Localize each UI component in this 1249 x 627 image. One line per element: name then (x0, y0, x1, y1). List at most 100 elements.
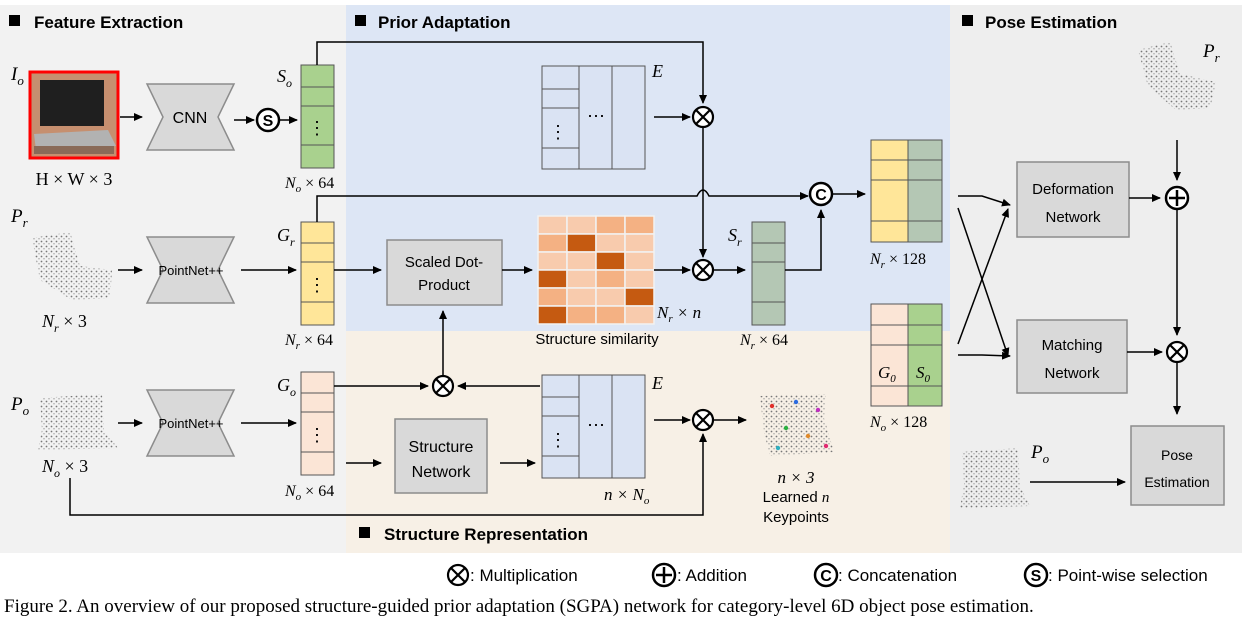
deformation-label: Network (1045, 209, 1101, 226)
pose-estimation-module (1130, 425, 1225, 506)
connector (785, 209, 825, 271)
gr-dim-label: Nr × 64 (284, 332, 333, 352)
multiply-operator-middle (691, 258, 715, 282)
svg-text:: Point-wise selection: : Point-wise selection (1048, 566, 1208, 585)
connector (958, 195, 1011, 207)
observed-point-cloud-pose (960, 448, 1030, 508)
hdots: ⋯ (587, 415, 605, 435)
vdots: ⋮ (308, 275, 326, 295)
pointnet-bottom-label: PointNet++ (158, 416, 223, 431)
section-title-pose-estimation: Pose Estimation (985, 13, 1117, 32)
section-title-feature-extraction: Feature Extraction (34, 13, 183, 32)
vdots: ⋮ (549, 122, 567, 142)
svg-text:S: S (1031, 568, 1042, 585)
image-input-label: Io (10, 64, 24, 88)
section-bullet (9, 15, 20, 26)
observation-concat-feature (870, 303, 943, 407)
e-bottom-dim: n × No (604, 485, 650, 507)
vdots: ⋮ (308, 425, 326, 445)
keypoints-label: Keypoints (763, 509, 829, 526)
connector (957, 208, 1009, 345)
go-label: Go (277, 375, 296, 399)
pose-po-label: Po (1030, 442, 1050, 466)
scaled-dot-label: Scaled Dot- (405, 254, 483, 271)
pointnet-top-label: PointNet++ (158, 263, 223, 278)
legend-point-wise-selection: S : Point-wise selection (1023, 562, 1208, 588)
obs-dim-label: No × 3 (41, 456, 88, 480)
keypoints-cloud (760, 394, 834, 456)
cnn-label: CNN (173, 110, 208, 127)
laptop-image (28, 70, 120, 160)
section-title-prior-adaptation: Prior Adaptation (378, 13, 511, 32)
obs-feat-dim-label: No × 128 (869, 414, 927, 434)
structure-network-label: Structure (409, 439, 474, 456)
section-bullet (359, 527, 370, 538)
matching-label: Matching (1042, 337, 1103, 354)
sr-label: Sr (728, 225, 742, 249)
so-dim-label: No × 64 (284, 175, 334, 195)
keypoints-dim: n × 3 (778, 468, 815, 487)
svg-text:S: S (263, 113, 274, 130)
section-title-structure-representation: Structure Representation (384, 525, 588, 544)
scaled-dot-label: Product (418, 277, 471, 294)
svg-text:C: C (815, 187, 827, 204)
vdots: ⋮ (308, 118, 326, 138)
hdots: ⋯ (587, 106, 605, 126)
pose-estimation-label: Estimation (1144, 474, 1209, 490)
prior-point-cloud-pose (1138, 42, 1216, 110)
multiply-operator-top (691, 105, 715, 129)
prior-concat-feature (870, 139, 943, 243)
prior-point-cloud (32, 232, 112, 300)
deformation-label: Deformation (1032, 181, 1114, 198)
legend-multiplication: : Multiplication (446, 563, 578, 587)
image-dim-label: H × W × 3 (36, 169, 113, 189)
structure-similarity-matrix (537, 215, 655, 325)
sr-feature-column (751, 221, 786, 326)
cnn-module (145, 83, 236, 151)
similarity-caption: Structure similarity (535, 331, 659, 348)
sr-dim-label: Nr × 64 (739, 332, 788, 352)
connector (958, 351, 1011, 360)
gr-feature-column (300, 221, 335, 326)
pointnet-bottom-module (145, 389, 236, 457)
structure-network-label: Network (412, 464, 472, 481)
svg-text:C: C (820, 568, 832, 585)
pointnet-top-module (145, 236, 236, 304)
section-bullet (355, 15, 366, 26)
pose-estimation-label: Pose (1161, 447, 1193, 463)
so-feature-column (300, 64, 335, 169)
similarity-dim-label: Nr × n (656, 303, 701, 325)
point-selection-operator: S (255, 107, 281, 133)
e-top-label: E (651, 61, 663, 81)
multiply-operator-bottom-right (691, 408, 715, 432)
connector (316, 41, 707, 104)
matching-label: Network (1044, 365, 1100, 382)
svg-text:: Addition: : Addition (677, 566, 747, 585)
keypoints-label: Learned n (763, 489, 830, 506)
prior-input-label: Pr (10, 206, 29, 230)
go-dim-label: No × 64 (284, 483, 334, 503)
figure-caption: Figure 2. An overview of our proposed st… (4, 596, 1034, 617)
scaled-dot-product-module (386, 239, 503, 306)
prior-dim-label: Nr × 3 (41, 311, 87, 335)
e-bottom-label: E (651, 373, 663, 393)
legend-concatenation: C : Concatenation (813, 562, 957, 588)
structure-network-module (394, 418, 488, 494)
vdots: ⋮ (549, 430, 567, 450)
observed-point-cloud (38, 394, 118, 450)
e-matrix-top (541, 65, 646, 170)
concatenation-operator: C (808, 181, 834, 207)
obs-input-label: Po (10, 394, 30, 418)
connector (316, 189, 809, 222)
matching-network-module (1016, 319, 1128, 394)
multiply-operator-pose (1165, 340, 1189, 364)
connector (957, 207, 1010, 357)
pose-pr-label: Pr (1202, 41, 1221, 65)
gr-label: Gr (277, 225, 295, 249)
concat-dim-label: Nr × 128 (869, 251, 926, 271)
s0-label: S0 (916, 363, 931, 385)
legend-addition: : Addition (651, 562, 747, 588)
section-bullet (962, 15, 973, 26)
g0-label: G0 (878, 363, 896, 385)
svg-text:: Multiplication: : Multiplication (470, 566, 578, 585)
